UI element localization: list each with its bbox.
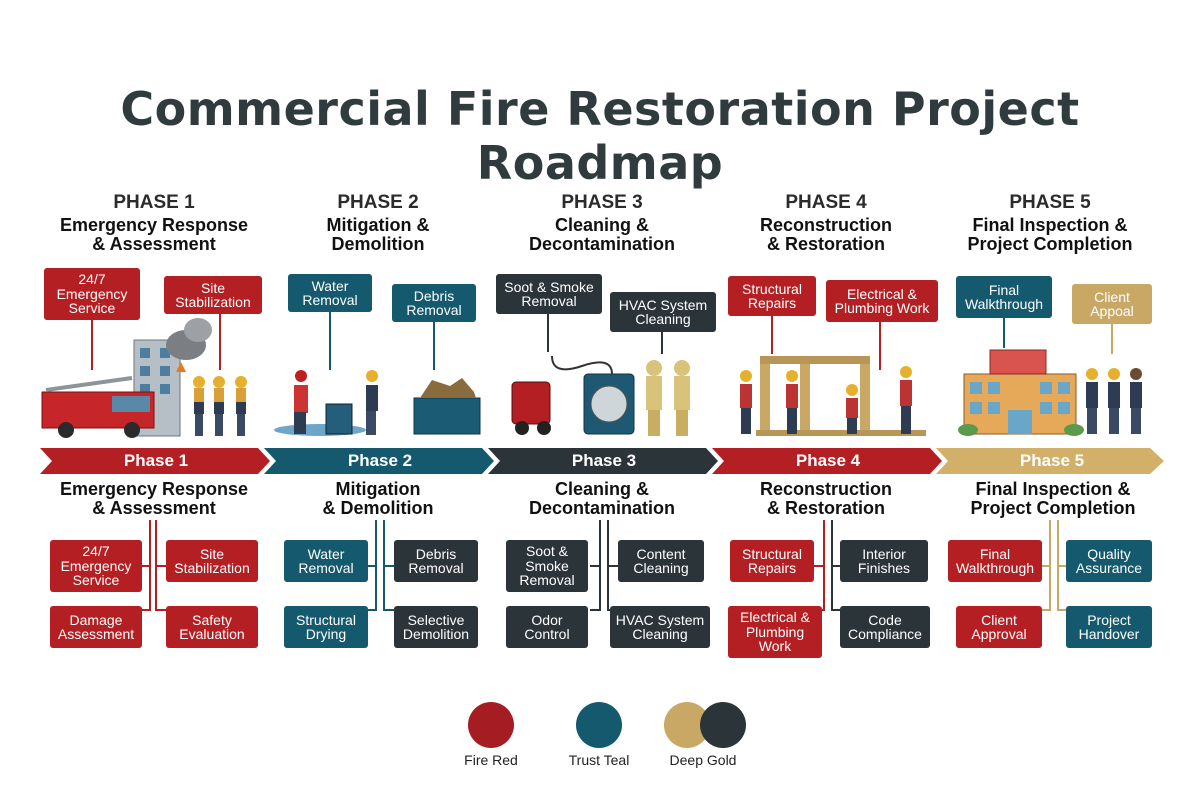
phase-number: PHASE 2 xyxy=(337,192,419,213)
trust-teal-swatch xyxy=(576,702,622,748)
bottom-connectors xyxy=(140,520,1068,611)
phase-number: PHASE 5 xyxy=(1009,192,1091,213)
top-step-box: Water Removal xyxy=(288,274,372,312)
water-extraction-and-dumpster-icon xyxy=(274,370,481,436)
sub-step-box: Selective Demolition xyxy=(394,606,478,648)
phase-2-bottom-title: Mitigation & Demolition xyxy=(322,479,434,518)
framing-construction-workers-icon xyxy=(740,356,926,436)
phase-5-arrow xyxy=(936,448,1164,474)
sub-step-box: Odor Control xyxy=(506,606,588,648)
fire-truck-and-inspectors-icon xyxy=(41,318,247,438)
phase-number: PHASE 1 xyxy=(113,192,195,213)
phase-title: Final Inspection & Project Completion xyxy=(967,215,1133,254)
phase-title: Cleaning & Decontamination xyxy=(528,215,675,254)
phase-3-arrow xyxy=(488,448,718,474)
sub-step-box: Code Compliance xyxy=(840,606,930,648)
cleaning-equipment-and-hazmat-workers-icon xyxy=(511,355,690,436)
restored-building-and-handover-icon xyxy=(958,349,1142,436)
top-step-box: 24/7 Emergency Service xyxy=(44,268,140,320)
sub-step-box: Damage Assessment xyxy=(50,606,142,648)
sub-step-box: Electrical & Plumbing Work xyxy=(728,606,822,658)
fire-red-swatch xyxy=(468,702,514,748)
sub-step-box: Safety Evaluation xyxy=(166,606,258,648)
page-title: Commercial Fire Restoration Project Road… xyxy=(120,82,1080,190)
sub-step-box: HVAC System Cleaning xyxy=(610,606,710,648)
phase-title: Emergency Response & Assessment xyxy=(59,215,249,254)
phase-number: PHASE 4 xyxy=(785,192,867,213)
top-step-box: Electrical & Plumbing Work xyxy=(826,280,938,322)
top-step-box: Debris Removal xyxy=(392,284,476,322)
sub-step-box: Interior Finishes xyxy=(840,540,928,582)
sub-step-box: Debris Removal xyxy=(394,540,478,582)
sub-step-box: 24/7 Emergency Service xyxy=(50,540,142,592)
phase-5-bottom-title: Final Inspection & Project Completion xyxy=(970,479,1136,518)
legend-label: Fire Red xyxy=(464,752,518,768)
phase-5-arrow-label: Phase 5 xyxy=(1019,451,1085,470)
top-step-box: HVAC System Cleaning xyxy=(610,292,716,332)
sub-step-box: Content Cleaning xyxy=(618,540,704,582)
phase-1-arrow xyxy=(40,448,270,474)
legend-label: Trust Teal xyxy=(568,752,630,768)
phase-4-bottom-title: Reconstruction & Restoration xyxy=(759,479,892,518)
charcoal-swatch xyxy=(700,702,746,748)
sub-step-box: Final Walkthrough xyxy=(948,540,1042,582)
phase-4-arrow xyxy=(712,448,942,474)
top-step-box: Client Appoal xyxy=(1072,284,1152,324)
phase-1-arrow-label: Phase 1 xyxy=(123,451,189,470)
phase-2-arrow xyxy=(264,448,494,474)
sub-step-box: Quality Assurance xyxy=(1066,540,1152,582)
phase-title: Mitigation & Demolition xyxy=(326,215,430,254)
top-step-box: Soot & Smoke Removal xyxy=(496,274,602,314)
phase-4-arrow-label: Phase 4 xyxy=(795,451,861,470)
top-step-box: Structural Repairs xyxy=(728,276,816,316)
top-connectors xyxy=(91,312,1113,370)
sub-step-box: Water Removal xyxy=(284,540,368,582)
sub-step-box: Project Handover xyxy=(1066,606,1152,648)
phase-3-bottom-title: Cleaning & Decontamination xyxy=(528,479,675,518)
sub-step-box: Structural Repairs xyxy=(730,540,814,582)
phase-2-arrow-label: Phase 2 xyxy=(347,451,413,470)
sub-step-box: Site Stabilization xyxy=(166,540,258,582)
legend-label: Deep Gold xyxy=(669,752,737,768)
top-step-box: Final Walkthrough xyxy=(956,276,1052,318)
sub-step-box: Client Approval xyxy=(956,606,1042,648)
sub-step-box: Soot & Smoke Removal xyxy=(506,540,588,592)
phase-title: Reconstruction & Restoration xyxy=(759,215,892,254)
top-step-box: Site Stabilization xyxy=(164,276,262,314)
phase-1-bottom-title: Emergency Response & Assessment xyxy=(59,479,249,518)
sub-step-box: Structural Drying xyxy=(284,606,368,648)
phase-number: PHASE 3 xyxy=(561,192,643,213)
phase-3-arrow-label: Phase 3 xyxy=(571,451,637,470)
